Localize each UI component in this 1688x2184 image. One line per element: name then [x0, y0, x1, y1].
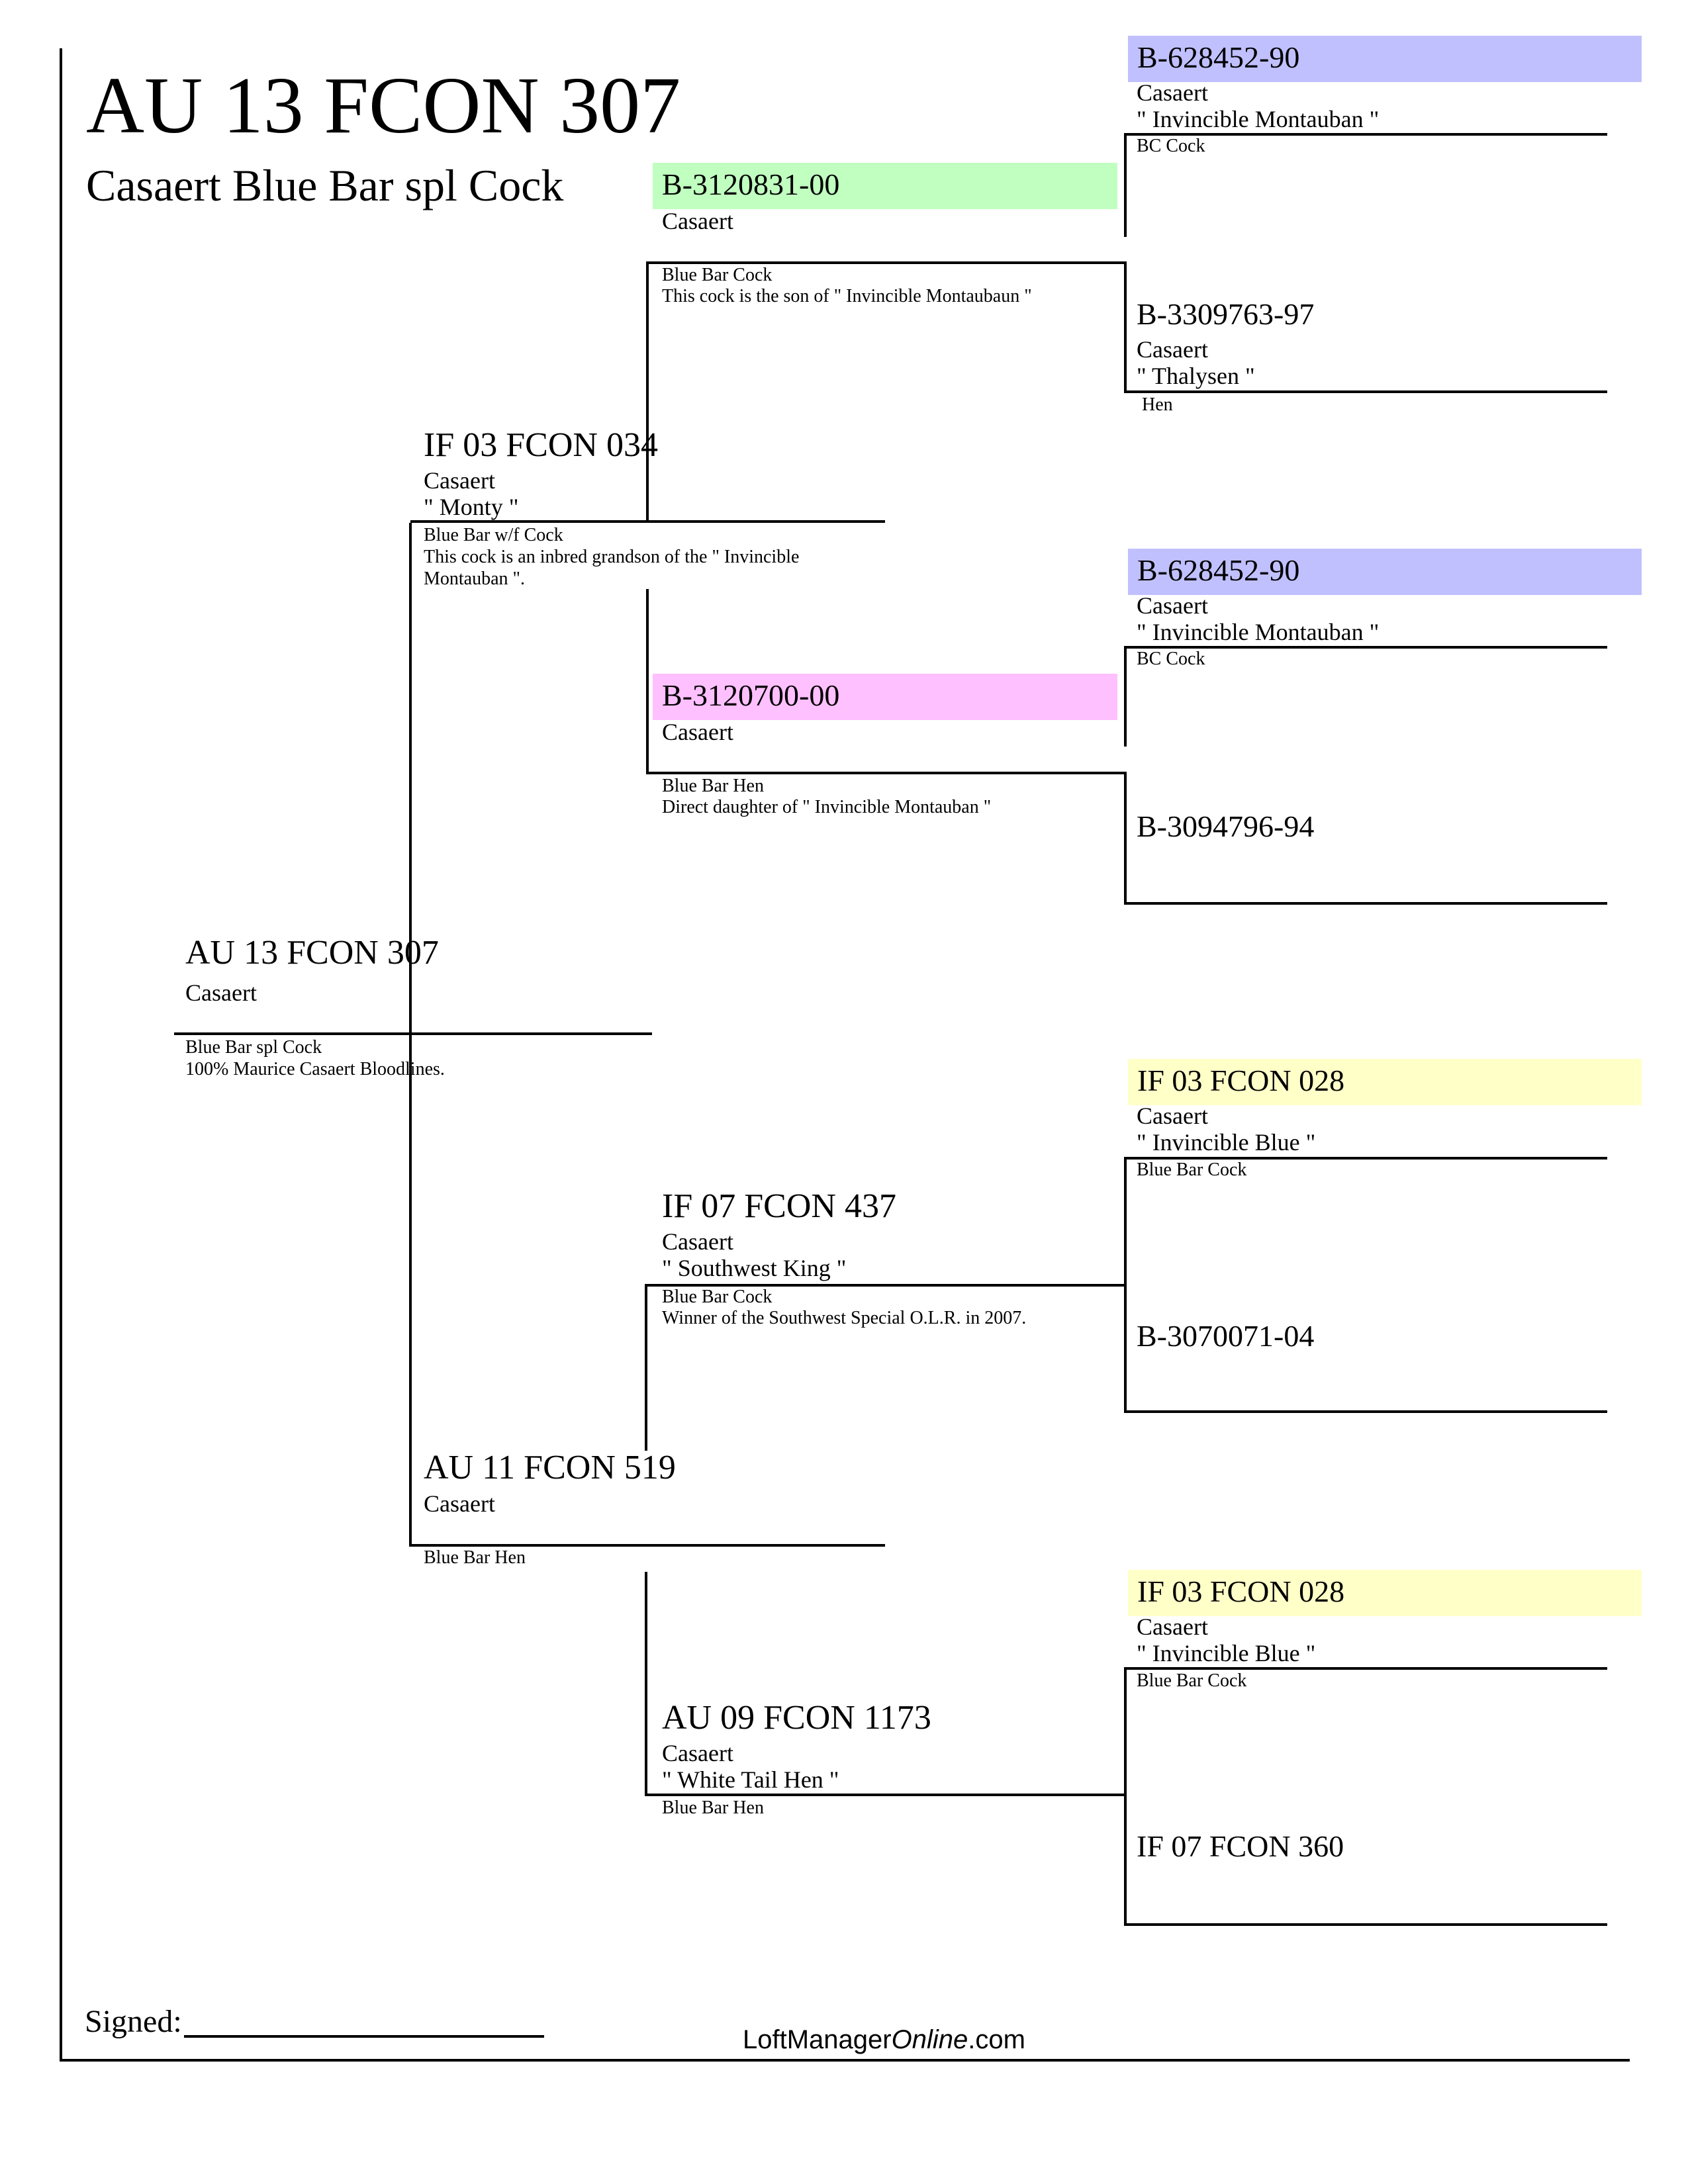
sire-sire-note: This cock is the son of " Invincible Mon…	[662, 286, 1032, 306]
dam-sire-line	[645, 1284, 1127, 1287]
brand-footer: LoftManagerOnline.com	[743, 2025, 1025, 2054]
gen4-7-highlight: IF 03 FCON 028	[1128, 1570, 1642, 1616]
page-left-border	[60, 48, 62, 2062]
gen4-3-color: BC Cock	[1137, 649, 1205, 669]
brand-italic: Online	[891, 2025, 968, 2054]
dam-dam-line	[645, 1794, 1127, 1796]
sire-ring: IF 03 FCON 034	[424, 426, 658, 464]
brand-prefix: LoftManager	[743, 2025, 892, 2054]
gen4-1-color: BC Cock	[1137, 136, 1205, 156]
gen4-pair4-connector	[1124, 1668, 1127, 1926]
signed-label: Signed:	[85, 2004, 182, 2039]
gen4-1-ring: B-628452-90	[1137, 40, 1300, 74]
subject-dam-connector	[409, 1034, 412, 1547]
gen4-2-line	[1124, 390, 1607, 393]
dam-sire-name: " Southwest King "	[662, 1255, 847, 1281]
gen4-3-highlight: B-628452-90	[1128, 549, 1642, 595]
dam-sire-breeder: Casaert	[662, 1228, 733, 1255]
gen4-3-breeder: Casaert	[1137, 592, 1208, 619]
dam-sire-note: Winner of the Southwest Special O.L.R. i…	[662, 1308, 1027, 1328]
sire-color: Blue Bar w/f Cock	[424, 525, 563, 545]
gen4-1-name: " Invincible Montauban "	[1137, 106, 1380, 132]
sire-dam-ring: B-3120700-00	[662, 678, 840, 712]
dam-sire-ring: IF 07 FCON 437	[662, 1187, 896, 1225]
sire-name: " Monty "	[424, 494, 519, 520]
dam-sire-connector	[645, 1285, 647, 1451]
sire-note-line1: This cock is an inbred grandson of the "…	[424, 547, 800, 567]
subject-breeder: Casaert	[185, 979, 257, 1006]
gen4-2-breeder: Casaert	[1137, 336, 1208, 363]
sire-dam-breeder: Casaert	[662, 719, 733, 745]
gen4-7-line	[1124, 1667, 1607, 1670]
sire-note-line2: Montauban ".	[424, 569, 525, 589]
sire-dam-color: Blue Bar Hen	[662, 776, 764, 796]
sire-breeder: Casaert	[424, 467, 495, 494]
gen4-5-highlight: IF 03 FCON 028	[1128, 1059, 1642, 1105]
gen4-7-name: " Invincible Blue "	[1137, 1640, 1316, 1666]
gen4-5-line	[1124, 1157, 1607, 1160]
gen4-6-ring: B-3070071-04	[1137, 1319, 1315, 1353]
gen4-2-ring: B-3309763-97	[1137, 297, 1315, 331]
gen4-7-color: Blue Bar Cock	[1137, 1670, 1247, 1691]
dam-line	[410, 1544, 885, 1547]
dam-dam-breeder: Casaert	[662, 1740, 733, 1766]
subject-sire-connector	[409, 523, 412, 1034]
gen4-5-name: " Invincible Blue "	[1137, 1129, 1316, 1156]
gen4-pair2-connector-lower	[1124, 772, 1127, 905]
brand-suffix: .com	[968, 2025, 1025, 2054]
gen4-pair3-connector	[1124, 1158, 1127, 1413]
dam-dam-name: " White Tail Hen "	[662, 1766, 839, 1793]
page-subtitle: Casaert Blue Bar spl Cock	[86, 160, 564, 210]
sire-sire-line	[646, 261, 1127, 264]
gen4-3-name: " Invincible Montauban "	[1137, 619, 1380, 645]
sire-sire-ring: B-3120831-00	[662, 167, 840, 201]
page-bottom-border	[60, 2059, 1630, 2062]
gen4-1-highlight: B-628452-90	[1128, 36, 1642, 82]
sire-line	[410, 520, 885, 523]
gen4-5-breeder: Casaert	[1137, 1103, 1208, 1129]
sire-dam-connector	[646, 589, 649, 774]
dam-breeder: Casaert	[424, 1490, 495, 1517]
gen4-8-line	[1124, 1923, 1607, 1926]
gen4-4-line	[1124, 902, 1607, 905]
gen4-pair1-connector-lower	[1124, 261, 1127, 393]
gen4-pair2-connector	[1124, 647, 1127, 747]
sire-dam-highlight: B-3120700-00	[653, 674, 1117, 720]
gen4-8-ring: IF 07 FCON 360	[1137, 1829, 1344, 1863]
sire-sire-color: Blue Bar Cock	[662, 265, 773, 285]
subject-line	[174, 1032, 652, 1035]
subject-note: 100% Maurice Casaert Bloodlines.	[185, 1059, 445, 1079]
subject-ring: AU 13 FCON 307	[185, 934, 439, 972]
gen4-pair1-connector	[1124, 134, 1127, 237]
gen4-6-line	[1124, 1410, 1607, 1413]
gen4-2-color: Hen	[1142, 394, 1173, 415]
page-title: AU 13 FCON 307	[86, 61, 681, 150]
signature-line[interactable]	[184, 2035, 544, 2038]
gen4-1-breeder: Casaert	[1137, 79, 1208, 106]
gen4-2-name: " Thalysen "	[1137, 363, 1255, 389]
gen4-1-line	[1124, 133, 1607, 136]
dam-dam-color: Blue Bar Hen	[662, 1797, 764, 1818]
sire-dam-note: Direct daughter of " Invincible Montauba…	[662, 797, 992, 817]
sire-sire-connector	[646, 263, 649, 522]
sire-dam-line	[646, 772, 1127, 774]
dam-ring: AU 11 FCON 519	[424, 1449, 676, 1486]
dam-dam-ring: AU 09 FCON 1173	[662, 1699, 931, 1737]
subject-color: Blue Bar spl Cock	[185, 1037, 322, 1058]
sire-sire-highlight: B-3120831-00	[653, 163, 1117, 209]
gen4-5-ring: IF 03 FCON 028	[1137, 1064, 1345, 1097]
dam-dam-connector	[645, 1572, 647, 1795]
dam-color: Blue Bar Hen	[424, 1547, 526, 1568]
sire-sire-breeder: Casaert	[662, 208, 733, 234]
gen4-4-ring: B-3094796-94	[1137, 809, 1315, 843]
gen4-5-color: Blue Bar Cock	[1137, 1160, 1247, 1180]
gen4-3-ring: B-628452-90	[1137, 553, 1300, 587]
gen4-7-ring: IF 03 FCON 028	[1137, 1574, 1345, 1608]
gen4-7-breeder: Casaert	[1137, 1614, 1208, 1640]
gen4-3-line	[1124, 646, 1607, 649]
dam-sire-color: Blue Bar Cock	[662, 1287, 773, 1307]
